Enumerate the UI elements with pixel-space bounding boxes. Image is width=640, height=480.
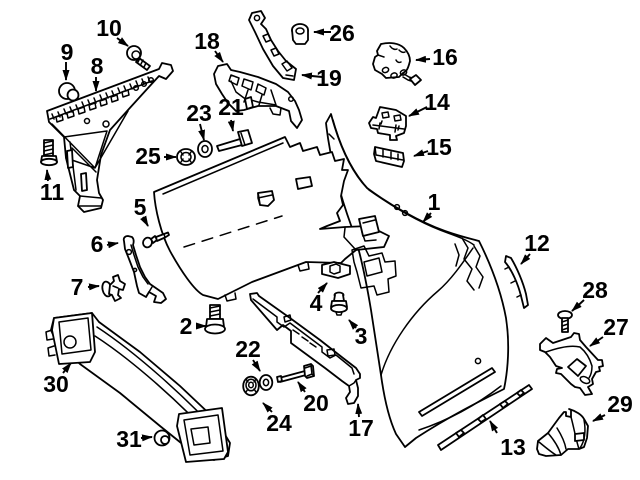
svg-text:22: 22 <box>235 336 261 362</box>
svg-text:27: 27 <box>603 314 629 340</box>
svg-text:9: 9 <box>61 39 74 65</box>
svg-text:25: 25 <box>135 143 161 169</box>
svg-text:15: 15 <box>426 134 452 160</box>
svg-text:18: 18 <box>194 28 220 54</box>
svg-text:29: 29 <box>607 391 633 417</box>
svg-text:16: 16 <box>432 44 458 70</box>
svg-text:5: 5 <box>134 194 147 220</box>
svg-text:17: 17 <box>348 415 374 441</box>
svg-text:21: 21 <box>218 94 244 120</box>
svg-text:4: 4 <box>310 290 323 316</box>
svg-text:30: 30 <box>43 371 69 397</box>
svg-text:14: 14 <box>424 89 450 115</box>
svg-text:7: 7 <box>71 274 84 300</box>
svg-text:11: 11 <box>40 179 65 205</box>
svg-text:13: 13 <box>500 434 526 460</box>
svg-text:8: 8 <box>91 53 104 79</box>
svg-text:12: 12 <box>524 230 550 256</box>
svg-text:3: 3 <box>355 323 368 349</box>
svg-text:31: 31 <box>116 426 142 452</box>
svg-text:24: 24 <box>266 410 292 436</box>
svg-text:26: 26 <box>329 20 355 46</box>
svg-text:19: 19 <box>316 65 342 91</box>
svg-text:20: 20 <box>303 390 329 416</box>
svg-text:2: 2 <box>180 313 193 339</box>
svg-text:1: 1 <box>428 189 441 215</box>
svg-text:23: 23 <box>186 100 212 126</box>
svg-text:28: 28 <box>582 277 608 303</box>
svg-text:10: 10 <box>96 15 122 41</box>
svg-text:6: 6 <box>91 231 104 257</box>
